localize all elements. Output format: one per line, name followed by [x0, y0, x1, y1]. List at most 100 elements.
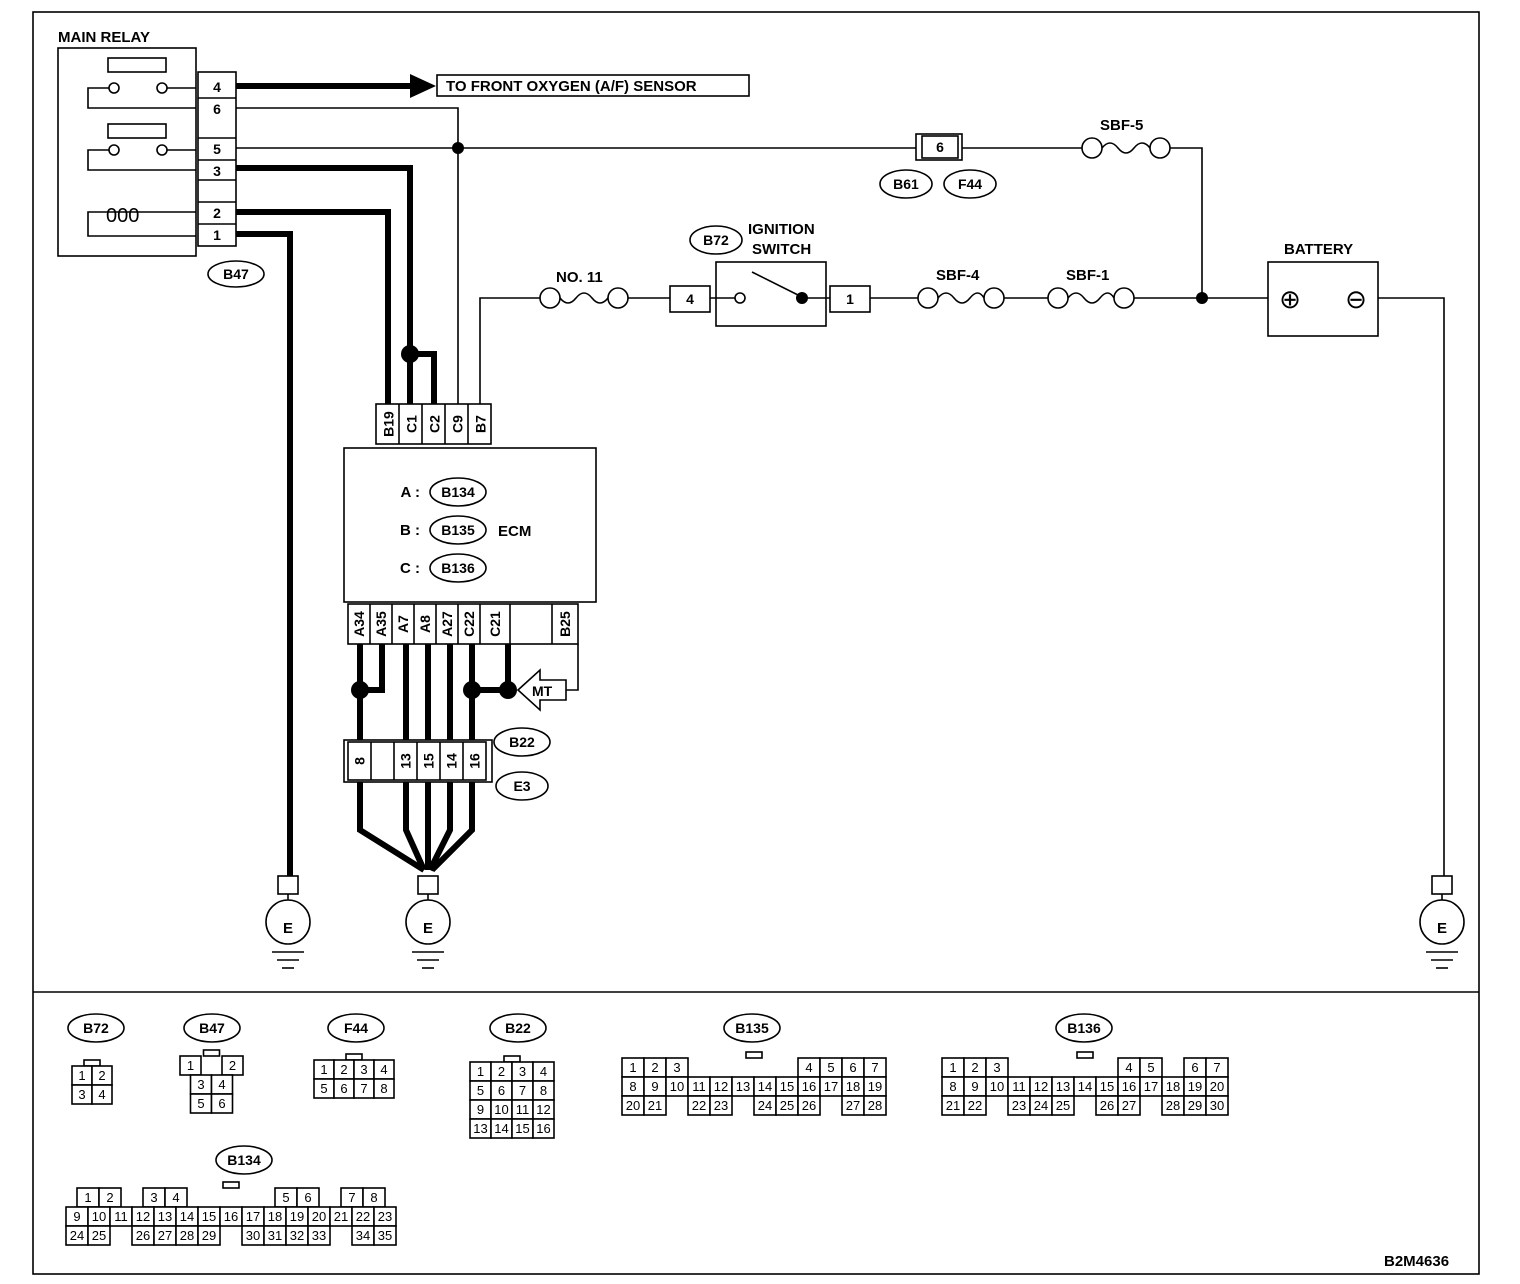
legend-pin: 7 — [360, 1081, 367, 1096]
legend-pin: 2 — [106, 1190, 113, 1205]
earth-label: E — [1437, 920, 1447, 937]
legend-pin: 18 — [268, 1209, 282, 1224]
relay-pin-5: 5 — [213, 141, 221, 157]
legend-pin: 26 — [136, 1228, 150, 1243]
legend-pin: 6 — [340, 1081, 347, 1096]
legend-pin: 35 — [378, 1228, 392, 1243]
legend-pin: 4 — [172, 1190, 179, 1205]
relay-pin-1: 1 — [213, 227, 221, 243]
earth-symbol: E — [265, 875, 311, 969]
earth-label: E — [423, 920, 433, 937]
legend-pin: 2 — [498, 1064, 505, 1079]
legend-pin: 20 — [1210, 1079, 1224, 1094]
legend-pin: 4 — [1125, 1060, 1132, 1075]
relay-pin-6: 6 — [213, 101, 221, 117]
legend-pin: 4 — [805, 1060, 812, 1075]
legend-pin: 5 — [282, 1190, 289, 1205]
ignition-label-1: IGNITION — [748, 221, 815, 238]
legend-pin: 15 — [515, 1121, 529, 1136]
legend-pin: 11 — [516, 1102, 530, 1117]
legend-pin: 7 — [1213, 1060, 1220, 1075]
legend-pin: 12 — [714, 1079, 728, 1094]
legend-pin: 7 — [519, 1083, 526, 1098]
legend-pin: 16 — [224, 1209, 238, 1224]
connector-e3: E3 — [513, 778, 530, 794]
legend-pin: 32 — [290, 1228, 304, 1243]
ecm-pin-A27: A27 — [439, 611, 455, 637]
legend-pin: 7 — [348, 1190, 355, 1205]
mt-label: MT — [532, 683, 553, 699]
to-sensor-arrow: TO FRONT OXYGEN (A/F) SENSOR — [236, 74, 750, 98]
legend-pin: 26 — [1100, 1098, 1114, 1113]
legend-pin: 2 — [229, 1058, 236, 1073]
legend-pin: 9 — [971, 1079, 978, 1094]
legend-pin: 5 — [477, 1083, 484, 1098]
legend-pin: 27 — [158, 1228, 172, 1243]
legend-pin: 1 — [78, 1068, 85, 1083]
legend-pin: 13 — [158, 1209, 172, 1224]
ecm-conn-B134: B134 — [441, 484, 475, 500]
battery-label: BATTERY — [1284, 241, 1353, 258]
legend-pin: 24 — [758, 1098, 772, 1113]
legend-pin: 29 — [202, 1228, 216, 1243]
joint-pin-14: 14 — [444, 753, 460, 769]
legend-pin: 8 — [629, 1079, 636, 1094]
diagram-frame — [32, 11, 1480, 1275]
legend-pin: 3 — [150, 1190, 157, 1205]
ecm-pin-C9: C9 — [450, 415, 466, 433]
fuse-sbf5-label: SBF-5 — [1100, 117, 1143, 134]
legend-pin: 25 — [1056, 1098, 1070, 1113]
legend-pin: 4 — [98, 1087, 105, 1102]
legend-pin: 30 — [1210, 1098, 1224, 1113]
legend-pin: 9 — [651, 1079, 658, 1094]
ecm-conn-letter: C : — [400, 560, 420, 577]
battery-minus: ⊖ — [1345, 284, 1367, 314]
legend-pin: 2 — [98, 1068, 105, 1083]
earth-label: E — [283, 920, 293, 937]
legend-title-b72: B72 — [83, 1020, 109, 1036]
legend-pin: 10 — [670, 1079, 684, 1094]
legend-pin: 34 — [356, 1228, 370, 1243]
legend-pin: 29 — [1188, 1098, 1202, 1113]
joint-pin-8: 8 — [352, 757, 368, 765]
legend-pin: 6 — [218, 1096, 225, 1111]
fuse-no11-label: NO. 11 — [556, 269, 603, 286]
legend-pin: 1 — [949, 1060, 956, 1075]
legend-pin: 8 — [949, 1079, 956, 1094]
ecm-label: ECM — [498, 523, 531, 540]
legend-pin: 27 — [846, 1098, 860, 1113]
ecm-pin-A7: A7 — [395, 615, 411, 633]
coil-symbol: 000 — [106, 205, 139, 227]
legend-title-f44: F44 — [344, 1020, 368, 1036]
fuse-sbf1-label: SBF-1 — [1066, 267, 1109, 284]
legend-pin: 3 — [519, 1064, 526, 1079]
legend-pin: 15 — [1100, 1079, 1114, 1094]
legend-pin: 14 — [180, 1209, 194, 1224]
junction-pin: 6 — [936, 139, 944, 155]
legend-pin: 16 — [1122, 1079, 1136, 1094]
fuse-sbf4-label: SBF-4 — [936, 267, 980, 284]
legend-pin: 23 — [378, 1209, 392, 1224]
figure-code: B2M4636 — [1384, 1253, 1449, 1270]
legend-pin: 14 — [758, 1079, 772, 1094]
legend-title-b134: B134 — [227, 1152, 261, 1168]
legend-pin: 1 — [320, 1062, 327, 1077]
legend-pin: 28 — [1166, 1098, 1180, 1113]
legend-pin: 3 — [673, 1060, 680, 1075]
legend-pin: 10 — [494, 1102, 508, 1117]
legend-pin: 12 — [136, 1209, 150, 1224]
legend-pin: 8 — [540, 1083, 547, 1098]
relay-pin-3: 3 — [213, 163, 221, 179]
connector-b22: B22 — [509, 734, 535, 750]
connector-b61: B61 — [893, 176, 919, 192]
main-relay-label: MAIN RELAY — [58, 29, 150, 46]
ecm-pin-A34: A34 — [351, 611, 367, 637]
